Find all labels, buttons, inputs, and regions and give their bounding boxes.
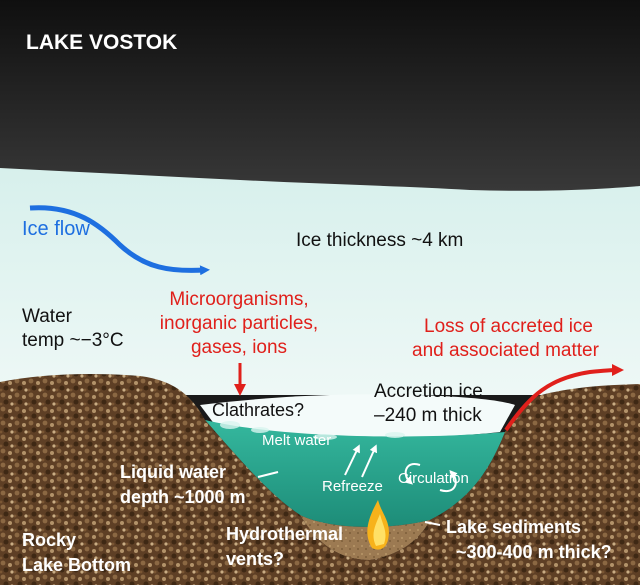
ice-sheet [0,168,640,395]
clathrates-label: Clathrates? [212,400,304,420]
accretion-ice-label-line1: Accretion ice [374,381,483,402]
microorganisms-label-line3: gases, ions [191,337,287,358]
circulation-arrows [404,463,458,493]
microorganisms-label-line2: inorganic particles, [160,313,318,334]
rocky-bottom-label-line2: Lake Bottom [22,555,131,575]
diagram-title: LAKE VOSTOK [26,31,177,54]
loss-label-line1: Loss of accreted ice [424,316,593,337]
loss-arrow [504,364,624,432]
sediment-leader [424,521,441,526]
accretion-ice-label-line2: –240 m thick [374,405,482,426]
hydrothermal-label-line1: Hydrothermal [226,524,343,544]
ice-flow-arrow [29,205,210,276]
melt-water-bubbles [220,421,405,440]
microorganisms-label-line1: Microorganisms, [169,289,308,310]
ice-flow-label: Ice flow [22,218,90,240]
refreeze-label: Refreeze [322,478,383,495]
circulation-label: Circulation [398,470,469,487]
liquid-water-label-line2: depth ~1000 m [120,487,246,507]
rocky-bottom-label-line1: Rocky [22,530,76,550]
hydrothermal-vent-icon [367,500,389,550]
lake-sediments-label-line1: Lake sediments [446,517,581,537]
loss-label-line2: and associated matter [412,340,600,361]
liquid-water-label-line1: Liquid water [120,462,226,482]
melt-water-label: Melt water [262,432,331,449]
lake-sediments-label-line2: ~300-400 m thick? [456,542,612,562]
water-temp-label-line1: Water [22,306,73,327]
water-temp-label-line2: temp ~−3°C [22,330,124,351]
sky [0,0,640,200]
accretion-ice [200,394,515,438]
ice-thickness-label: Ice thickness ~4 km [296,230,463,251]
hydrothermal-label-line2: vents? [226,549,284,569]
rocky-lake-bottom [0,374,640,585]
refreeze-arrows [344,444,378,478]
lake-water [205,420,505,527]
liquid-water-leader [257,471,279,478]
lake-sediments [300,515,430,560]
